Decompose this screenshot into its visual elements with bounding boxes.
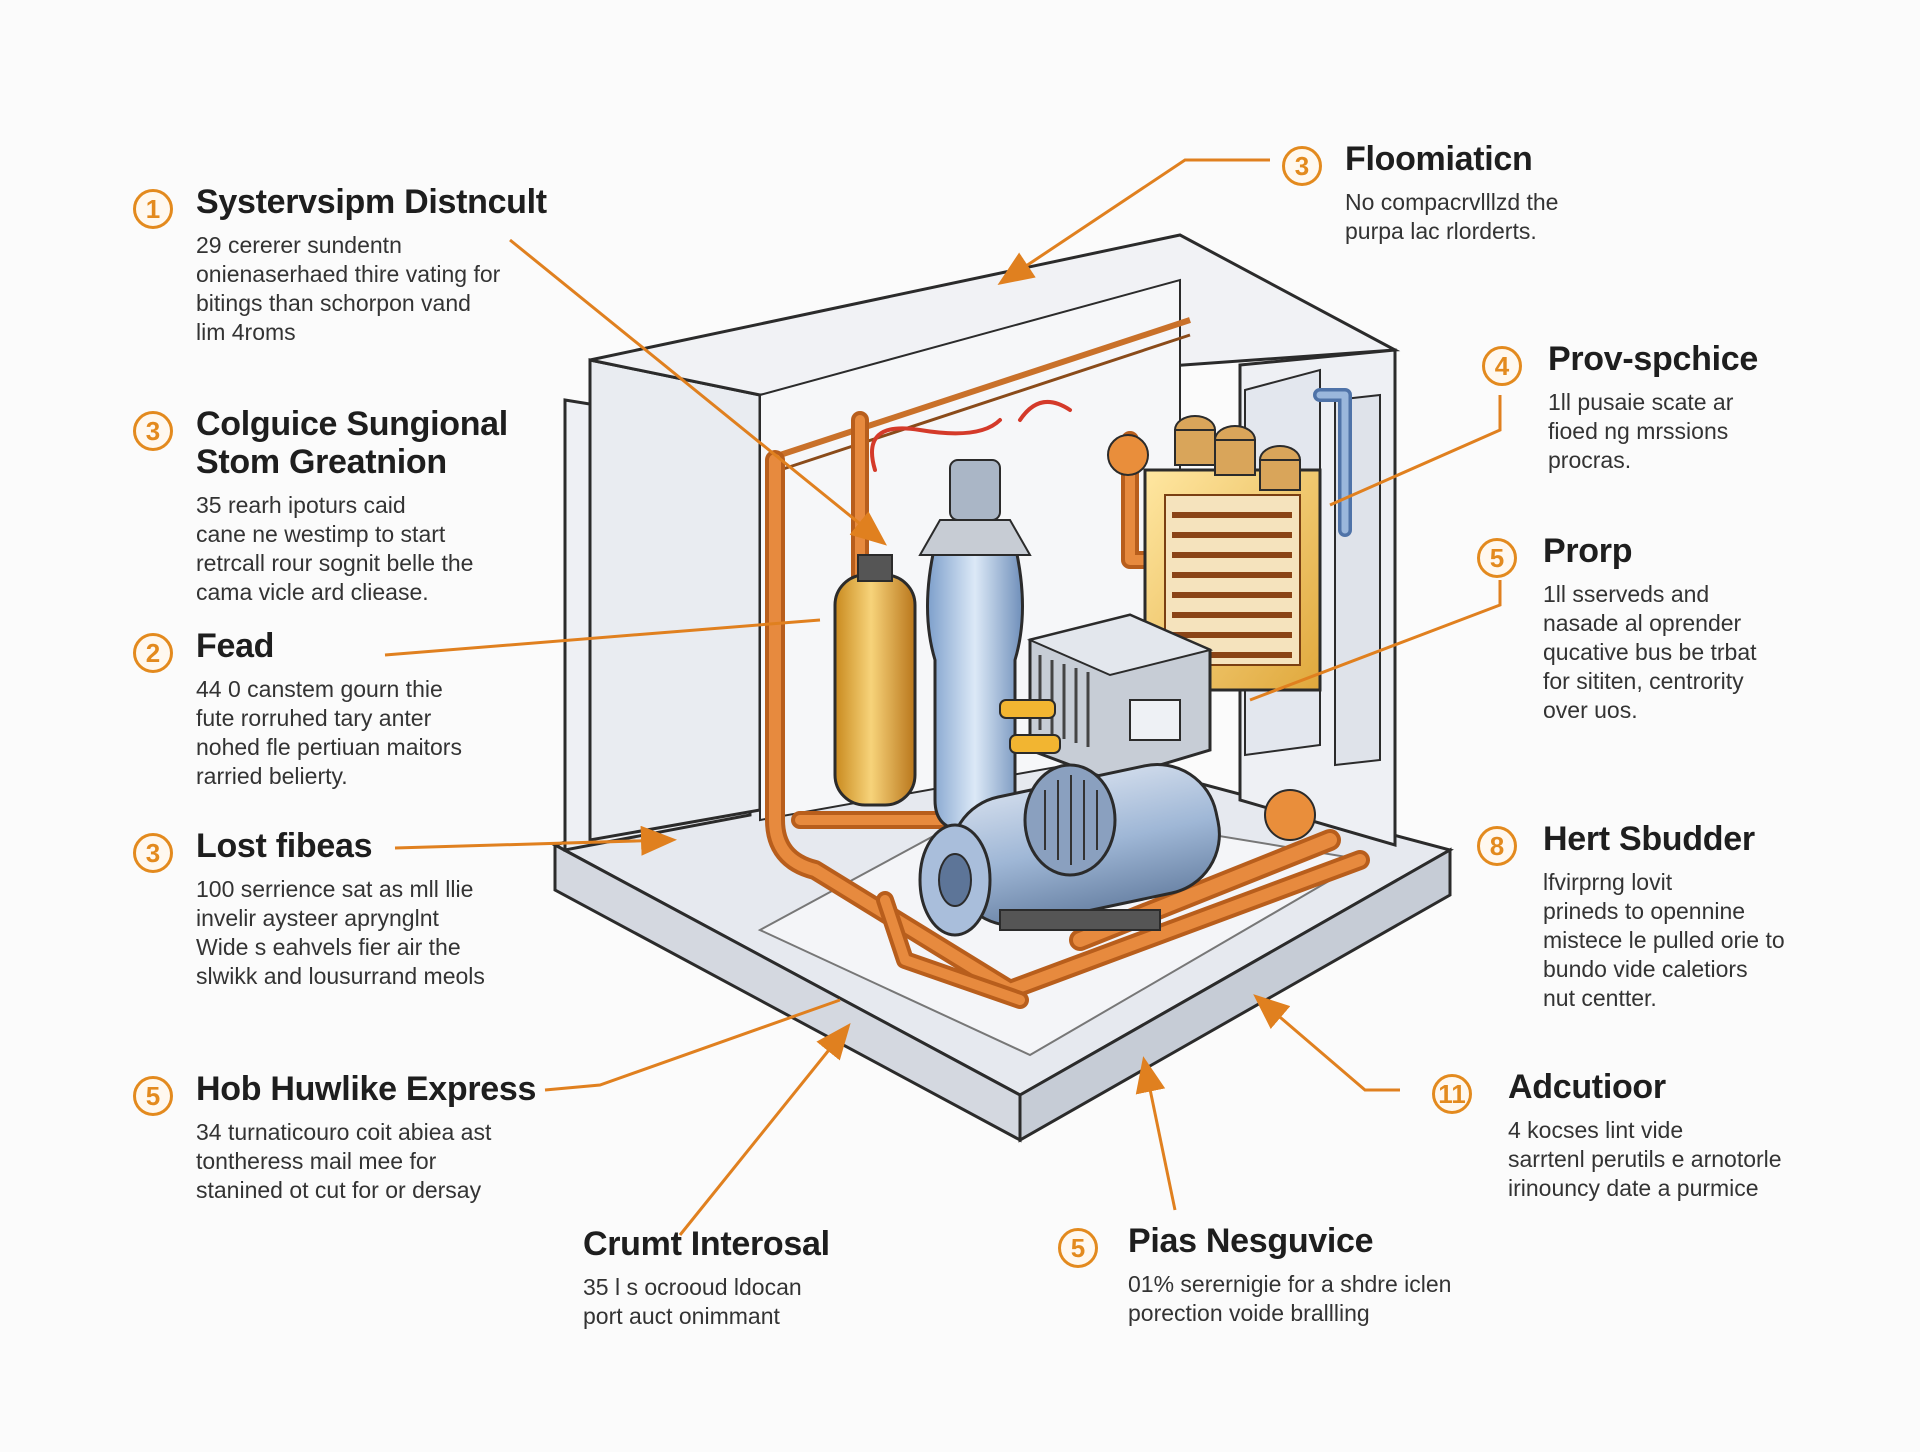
- callout-title: Hob Huwlike Express: [196, 1070, 537, 1108]
- callout-number-badge: 5: [1477, 538, 1517, 578]
- callout-crumt-interosal: Crumt Interosal 35 l s ocrooud ldocan po…: [583, 1225, 830, 1331]
- callout-description: 4 kocses lint vide sarrtenl perutils e a…: [1508, 1117, 1782, 1201]
- callout-prorp: 5 Prorp 1ll sserveds and nasade al opren…: [1477, 532, 1757, 725]
- callout-description: lfvirprng lovit prineds to opennine mist…: [1543, 869, 1785, 1011]
- callout-number-badge: 3: [133, 411, 173, 451]
- callout-system-distncult: 1 Systervsipm Distncult 29 cererer sunde…: [133, 183, 547, 347]
- callout-leaders: [384, 158, 1502, 1236]
- callout-title: Floomiaticn: [1345, 140, 1533, 178]
- callout-title: Crumt Interosal: [583, 1225, 830, 1263]
- callout-fead: 2 Fead 44 0 canstem gourn thie fute rorr…: [133, 627, 462, 791]
- callout-colguice-sungional: 3 Colguice Sungional Stom Greatnion 35 r…: [133, 405, 508, 607]
- callout-number-badge: 4: [1482, 346, 1522, 386]
- callout-adcutioor: 11 Adcutioor 4 kocses lint vide sarrtenl…: [1432, 1068, 1782, 1203]
- callout-title: Colguice Sungional Stom Greatnion: [196, 405, 508, 481]
- callout-description: 29 cererer sundentn onienaserhaed thire …: [196, 232, 501, 345]
- callout-title: Lost fibeas: [196, 827, 373, 865]
- control-box: [1026, 613, 1214, 782]
- callout-description: 1ll sserveds and nasade al oprender quca…: [1543, 581, 1757, 723]
- callout-description: 34 turnaticouro coit abiea ast tontheres…: [196, 1119, 492, 1203]
- callout-description: 100 serrience sat as mll llie invelir ay…: [196, 876, 485, 989]
- callout-number-badge: 1: [133, 189, 173, 229]
- callout-number-badge: 5: [133, 1076, 173, 1116]
- callout-title: Pias Nesguvice: [1128, 1222, 1374, 1260]
- callout-number-badge: 3: [133, 833, 173, 873]
- callout-title: Systervsipm Distncult: [196, 183, 547, 221]
- brass-fittings: [999, 434, 1316, 841]
- callout-title: Hert Sbudder: [1543, 820, 1755, 858]
- callout-number-badge: 11: [1432, 1074, 1472, 1114]
- callout-description: No compacrvlllzd the purpa lac rlorderts…: [1345, 189, 1559, 244]
- callout-title: Adcutioor: [1508, 1068, 1666, 1106]
- callout-prov-spchice: 4 Prov-spchice 1ll pusaie scate ar fioed…: [1482, 340, 1758, 475]
- callout-lost-fibeas: 3 Lost fibeas 100 serrience sat as mll l…: [133, 827, 485, 991]
- callout-title: Prorp: [1543, 532, 1633, 570]
- callout-title: Fead: [196, 627, 275, 665]
- callout-title: Prov-spchice: [1548, 340, 1758, 378]
- callout-description: 35 rearh ipoturs caid cane ne westimp to…: [196, 492, 474, 605]
- callout-number-badge: 5: [1058, 1228, 1098, 1268]
- callout-hert-sbudder: 8 Hert Sbudder lfvirprng lovit prineds t…: [1477, 820, 1785, 1013]
- receiver-tank: [833, 554, 917, 807]
- copper-pipework: [765, 388, 1370, 1009]
- callout-description: 1ll pusaie scate ar fioed ng mrssions pr…: [1548, 389, 1734, 473]
- callout-description: 01% serernigie for a shdre iclen porecti…: [1128, 1271, 1452, 1326]
- callout-pias-nesguvice: 5 Pias Nesguvice 01% serernigie for a sh…: [1058, 1222, 1451, 1328]
- filter-drier: [918, 459, 1032, 832]
- compressor-motor: [918, 763, 1221, 937]
- callout-number-badge: 8: [1477, 826, 1517, 866]
- callout-hob-huwlike-express: 5 Hob Huwlike Express 34 turnaticouro co…: [133, 1070, 536, 1205]
- callout-number-badge: 2: [133, 633, 173, 673]
- callout-number-badge: 3: [1282, 146, 1322, 186]
- callout-floomiaticn: 3 Floomiaticn No compacrvlllzd the purpa…: [1282, 140, 1558, 246]
- callout-description: 35 l s ocrooud ldocan port auct onimmant: [583, 1274, 802, 1329]
- callout-description: 44 0 canstem gourn thie fute rorruhed ta…: [196, 676, 462, 789]
